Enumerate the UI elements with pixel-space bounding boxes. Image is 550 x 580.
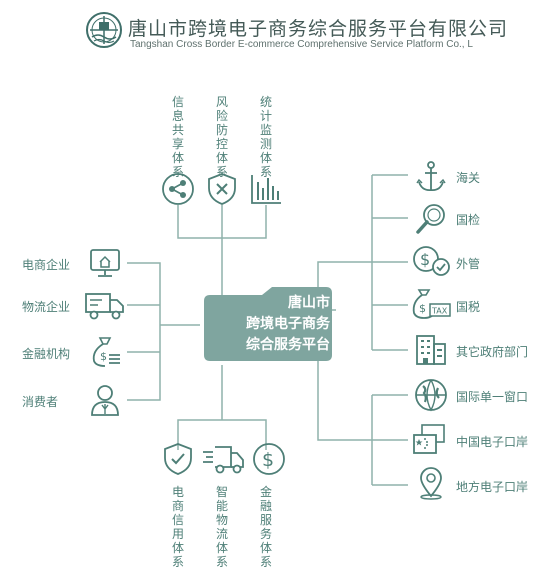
svg-text:TAX: TAX	[431, 307, 448, 316]
right-label-3: 国税	[456, 300, 481, 314]
left-label-2: 金融机构	[22, 347, 71, 361]
money-bag-icon: $	[88, 335, 122, 369]
svg-text:$: $	[420, 250, 430, 269]
anchor-icon	[414, 160, 448, 194]
svg-text:$: $	[419, 302, 426, 315]
globe-icon	[414, 378, 448, 412]
svg-text:$: $	[262, 449, 274, 471]
right-label-4: 其它政府部门	[456, 345, 529, 359]
company-logo-icon	[84, 10, 124, 50]
left-label-1: 物流企业	[22, 300, 71, 314]
magnifier-icon	[414, 202, 448, 236]
bottom-label-1: 智能物流体系	[215, 485, 228, 569]
share-icon	[161, 172, 195, 206]
map-pin-icon	[414, 466, 448, 500]
right-label-2: 外管	[456, 257, 481, 271]
center-line-2: 跨境电子商务	[246, 316, 330, 332]
header: 唐山市跨境电子商务综合服务平台有限公司 Tangshan Cross Borde…	[0, 0, 550, 60]
computer-home-icon	[88, 246, 122, 280]
center-platform: 唐山市 跨境电子商务 综合服务平台	[200, 287, 336, 365]
delivery-truck-icon	[201, 442, 245, 476]
top-label-0: 信息共享体系	[171, 95, 184, 179]
company-title-en: Tangshan Cross Border E-commerce Compreh…	[130, 39, 473, 50]
tax-bag-icon: $ TAX	[410, 287, 452, 321]
credit-shield-icon	[161, 442, 195, 476]
risk-shield-icon	[205, 172, 239, 206]
right-label-5: 国际单一窗口	[456, 390, 529, 404]
center-line-3: 综合服务平台	[246, 337, 330, 353]
dollar-coin-icon: $	[252, 442, 286, 476]
bottom-label-2: 金融服务体系	[259, 485, 272, 569]
left-label-0: 电商企业	[22, 258, 71, 272]
truck-icon	[84, 288, 126, 322]
bottom-label-0: 电商信用体系	[171, 485, 184, 569]
svg-text:$: $	[100, 350, 107, 363]
currency-check-icon: $	[412, 244, 452, 278]
center-line-1: 唐山市	[288, 295, 330, 311]
company-title-cn: 唐山市跨境电子商务综合服务平台有限公司	[128, 18, 509, 40]
top-label-1: 风险防控体系	[215, 95, 228, 179]
folder-shape	[204, 287, 332, 361]
china-flag-icon	[412, 423, 446, 457]
bar-chart-icon	[249, 172, 283, 206]
right-label-6: 中国电子口岸	[456, 435, 529, 449]
top-label-2: 统计监测体系	[259, 95, 272, 179]
person-icon	[88, 383, 122, 417]
buildings-icon	[414, 332, 448, 366]
right-label-0: 海关	[456, 171, 481, 185]
center-title: 唐山市 跨境电子商务 综合服务平台	[200, 293, 330, 356]
right-label-1: 国检	[456, 213, 481, 227]
right-label-7: 地方电子口岸	[456, 480, 529, 494]
left-label-3: 消费者	[22, 395, 59, 409]
